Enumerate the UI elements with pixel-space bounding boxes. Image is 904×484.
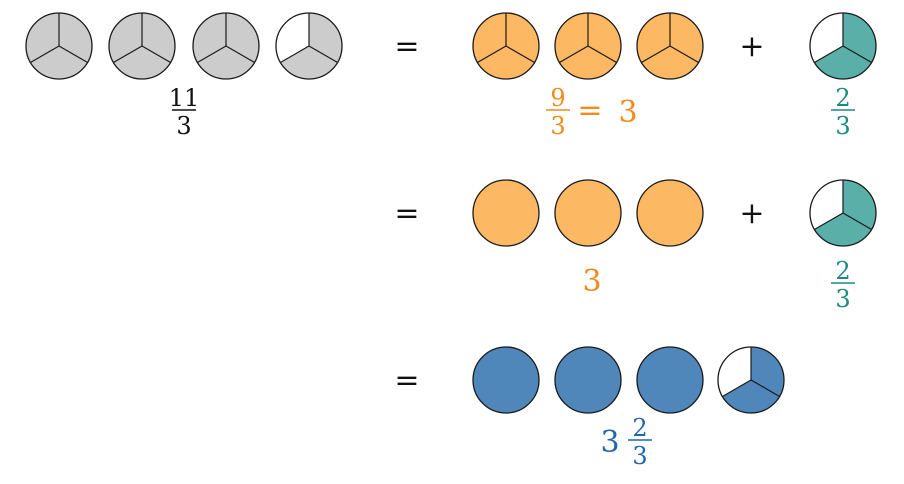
row-split: =93=3+23 xyxy=(394,12,877,140)
fraction-denominator: 3 xyxy=(632,442,647,470)
fraction-numerator: 11 xyxy=(169,84,200,112)
fraction-circle xyxy=(809,179,877,247)
fraction: 23 xyxy=(831,257,855,313)
circle-outline xyxy=(472,12,540,80)
fraction-circle xyxy=(636,179,704,247)
fraction-circle xyxy=(554,346,622,414)
fraction-denominator: 3 xyxy=(835,112,850,140)
circle-outline xyxy=(108,12,176,80)
third-divider xyxy=(842,212,872,231)
whole-number: 3 xyxy=(618,95,637,130)
circle-outline xyxy=(717,346,785,414)
fraction-circle xyxy=(717,346,785,414)
filled-third xyxy=(280,46,338,79)
row-wholes: =3+23 xyxy=(394,179,877,313)
fraction: 23 xyxy=(831,84,855,140)
circle-base xyxy=(555,180,621,246)
circle-outline xyxy=(25,12,93,80)
fraction-circle xyxy=(472,12,540,80)
group-whole-thirds: 93=3 xyxy=(472,12,704,140)
third-divider xyxy=(641,45,671,64)
circle-outline xyxy=(636,346,704,414)
equals-sign: = xyxy=(394,196,419,231)
third-divider xyxy=(842,45,872,64)
fraction: 93 xyxy=(546,84,570,140)
circle-base xyxy=(555,347,621,413)
third-divider xyxy=(722,379,752,398)
circle-outline xyxy=(192,12,260,80)
group-remainder: +23 xyxy=(739,12,877,140)
third-divider xyxy=(225,45,255,64)
fraction-circle xyxy=(275,12,343,80)
circle-outline xyxy=(809,12,877,80)
group-label: 23 xyxy=(831,257,855,313)
group-remainder: +23 xyxy=(739,179,877,313)
third-divider xyxy=(477,45,507,64)
circle-outline xyxy=(472,346,540,414)
circle-base xyxy=(637,347,703,413)
plus-sign: + xyxy=(739,29,764,64)
group-label: 23 xyxy=(831,84,855,140)
third-divider xyxy=(587,45,617,64)
circle-base xyxy=(473,180,539,246)
circle-outline xyxy=(554,179,622,247)
fraction-circle xyxy=(809,12,877,80)
third-divider xyxy=(814,45,844,64)
fraction-circle xyxy=(636,12,704,80)
fraction-circle xyxy=(472,179,540,247)
fraction-numerator: 2 xyxy=(835,257,850,285)
fraction-circle xyxy=(108,12,176,80)
circle-base xyxy=(637,180,703,246)
third-divider xyxy=(197,45,227,64)
row-original: 113 xyxy=(25,12,343,140)
circle-outline xyxy=(472,179,540,247)
fraction-circle xyxy=(554,179,622,247)
whole-number: 3 xyxy=(582,264,601,299)
third-divider xyxy=(58,45,88,64)
group-label: 93=3 xyxy=(546,84,638,140)
circle-outline xyxy=(275,12,343,80)
circle-outline xyxy=(809,179,877,247)
fraction-denominator: 3 xyxy=(550,112,565,140)
fraction-circle xyxy=(636,346,704,414)
third-divider xyxy=(113,45,143,64)
fraction: 23 xyxy=(628,414,652,470)
fraction-circle xyxy=(472,346,540,414)
group-label: 3 xyxy=(582,264,601,299)
third-divider xyxy=(30,45,60,64)
fraction-circle xyxy=(554,12,622,80)
circle-outline xyxy=(636,179,704,247)
third-divider xyxy=(308,45,338,64)
fraction-denominator: 3 xyxy=(835,285,850,313)
circle-outline xyxy=(636,12,704,80)
group-whole-numbers: 3 xyxy=(472,179,704,299)
third-divider xyxy=(141,45,171,64)
third-divider xyxy=(750,379,780,398)
group-improper-fraction: 113 xyxy=(25,12,343,140)
third-divider xyxy=(280,45,310,64)
whole-number: 3 xyxy=(600,425,619,460)
fraction-denominator: 3 xyxy=(176,112,191,140)
fraction-numerator: 9 xyxy=(550,84,565,112)
fraction-numerator: 2 xyxy=(835,84,850,112)
plus-sign: + xyxy=(739,196,764,231)
circle-base xyxy=(473,347,539,413)
equals-sign: = xyxy=(577,93,602,128)
fraction: 113 xyxy=(169,84,200,140)
equals-sign: = xyxy=(394,363,419,398)
fraction-circle xyxy=(192,12,260,80)
third-divider xyxy=(559,45,589,64)
fraction-numerator: 2 xyxy=(632,414,647,442)
fraction-circle xyxy=(25,12,93,80)
third-divider xyxy=(505,45,535,64)
equals-sign: = xyxy=(394,29,419,64)
third-divider xyxy=(814,212,844,231)
circle-outline xyxy=(554,12,622,80)
circle-outline xyxy=(554,346,622,414)
group-label: 113 xyxy=(169,84,200,140)
third-divider xyxy=(669,45,699,64)
